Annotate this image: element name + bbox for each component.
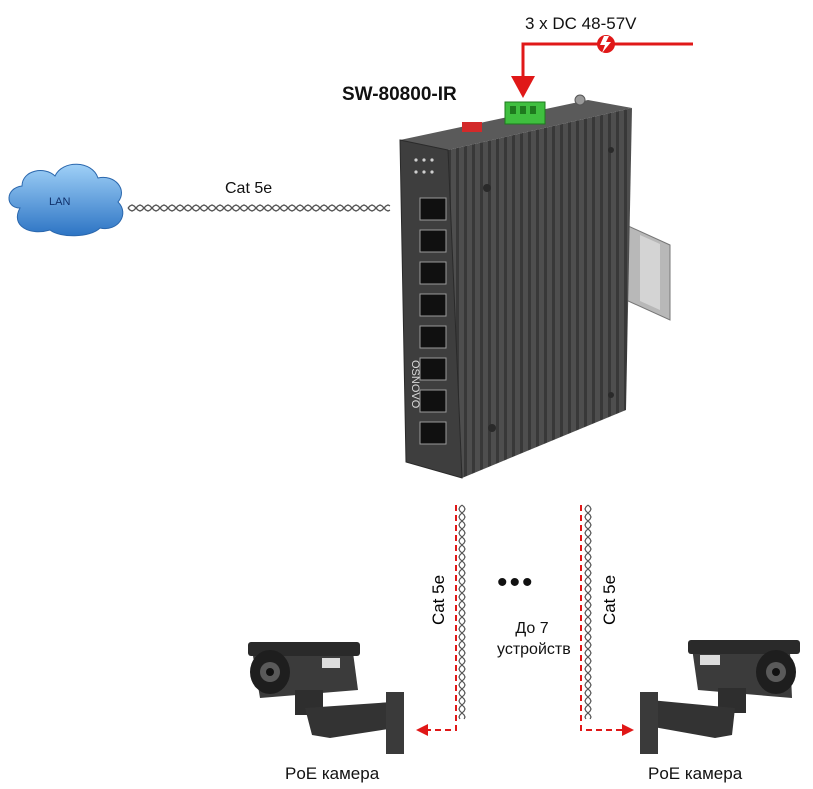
power-label: 3 x DC 48-57V [525, 14, 637, 33]
power-line [511, 35, 693, 98]
left-cable-label: Cat 5e [429, 574, 448, 626]
rj45-port [419, 325, 447, 349]
lightning-icon [597, 35, 615, 53]
device-count-line2: устройств [497, 641, 571, 658]
downlink-cable-right [580, 504, 634, 736]
lan-cloud-label: LAN [49, 196, 71, 208]
lan-cable-label: Cat 5e [225, 180, 273, 197]
camera-left-label: PoE камера [285, 764, 380, 783]
rj45-port [419, 261, 447, 285]
rj45-port [419, 389, 447, 413]
lan-cloud-icon [8, 163, 124, 237]
camera-right-icon [640, 640, 800, 754]
rj45-port [419, 293, 447, 317]
switch-device: OSNOVO [399, 94, 632, 479]
camera-right-label: PoE камера [648, 764, 743, 783]
downlink-cable-left [416, 504, 466, 736]
brand-text: OSNOVO [409, 360, 421, 409]
right-cable-label: Cat 5e [600, 574, 619, 626]
device-count-line1: До 7 [515, 620, 549, 637]
rj45-port [419, 357, 447, 381]
camera-left-icon [248, 642, 404, 754]
device-count-label: До 7 устройств [497, 618, 571, 660]
rj45-port [419, 421, 447, 445]
rj45-port [419, 229, 447, 253]
rj45-ports [419, 197, 447, 445]
ellipsis: ••• [497, 566, 535, 599]
rj45-port [419, 197, 447, 221]
switch-model-label: SW-80800-IR [342, 84, 457, 105]
lan-cable [127, 204, 391, 212]
din-rail [625, 224, 671, 321]
